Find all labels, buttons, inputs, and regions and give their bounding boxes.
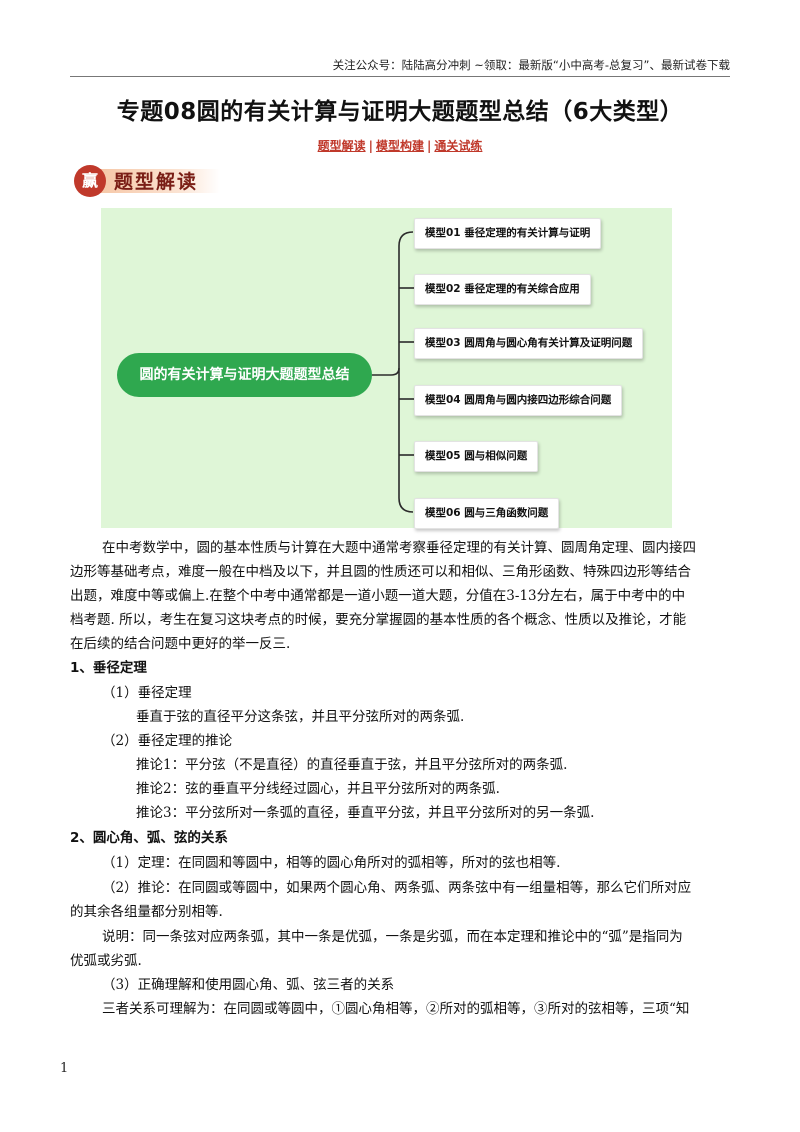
intro-line: 边形等基础考点，难度一般在中档及以下，并且圆的性质还可以和相似、三角形函数、特殊…	[70, 564, 691, 580]
section-heading-2: 2、圆心角、弧、弦的关系	[70, 830, 228, 846]
paragraph: 垂直于弦的直径平分这条弦，并且平分弦所对的两条弧.	[136, 709, 465, 725]
paragraph: （2）推论：在同圆或等圆中，如果两个圆心角、两条弧、两条弦中有一组量相等，那么它…	[102, 880, 692, 896]
paragraph: 优弧或劣弧.	[70, 953, 142, 969]
mindmap-leaf-4: 模型04 圆周角与圆内接四边形综合问题	[414, 385, 623, 416]
banner-badge-icon: 赢	[74, 165, 106, 197]
paragraph: 推论1：平分弦（不是直径）的直径垂直于弦，并且平分弦所对的两条弧.	[136, 757, 568, 773]
banner-label: 题型解读	[114, 171, 199, 193]
mindmap-leaf-6: 模型06 圆与三角函数问题	[414, 498, 560, 529]
nav-separator: |	[368, 139, 373, 153]
subheading: （2）垂径定理的推论	[102, 733, 233, 749]
section-nav: 题型解读|模型构建|通关试练	[0, 137, 800, 154]
header-note: 关注公众号：陆陆高分冲刺 ~领取：最新版“小中高考-总复习”、最新试卷下载	[332, 58, 730, 72]
mindmap-leaf-5: 模型05 圆与相似问题	[414, 441, 539, 472]
nav-link-1[interactable]: 题型解读	[317, 139, 366, 153]
intro-line: 在后续的结合问题中更好的举一反三.	[70, 636, 291, 652]
paragraph: 说明：同一条弦对应两条弧，其中一条是优弧，一条是劣弧，而在本定理和推论中的“弧”…	[102, 929, 683, 945]
paragraph: 推论3：平分弦所对一条弧的直径，垂直平分弦，并且平分弦所对的另一条弧.	[136, 805, 595, 821]
mindmap-join-line	[390, 367, 400, 376]
page-title: 专题08圆的有关计算与证明大题题型总结（6大类型）	[116, 99, 684, 125]
intro-line: 档考题. 所以，考生在复习这块考点的时候，要充分掌握圆的基本性质的各个概念、性质…	[70, 612, 687, 628]
paragraph: 推论2：弦的垂直平分线经过圆心，并且平分弦所对的两条弧.	[136, 781, 500, 797]
mindmap-spine-line	[398, 231, 414, 513]
paragraph: 的其余各组量都分别相等.	[70, 904, 223, 920]
subheading: （1）垂径定理	[102, 685, 192, 701]
mindmap-connectors	[372, 231, 414, 513]
page-number: 1	[60, 1061, 69, 1076]
header-divider	[70, 76, 730, 77]
intro-line: 出题，难度中等或偏上.在整个中考中通常都是一道小题一道大题，分值在3-13分左右…	[70, 588, 686, 604]
section-heading-1: 1、垂径定理	[70, 660, 147, 676]
nav-link-2[interactable]: 模型构建	[375, 139, 424, 153]
mindmap: 圆的有关计算与证明大题题型总结 模型01 垂径定理的有关计算与证明 模型02 垂…	[101, 208, 672, 529]
paragraph: 三者关系可理解为：在同圆或等圆中，①圆心角相等，②所对的弧相等，③所对的弦相等，…	[102, 1001, 690, 1017]
mindmap-leaf-1: 模型01 垂径定理的有关计算与证明	[414, 218, 602, 249]
nav-separator: |	[427, 139, 432, 153]
section-banner: 赢 题型解读	[74, 163, 224, 199]
paragraph: （1）定理：在同圆和等圆中，相等的圆心角所对的弧相等，所对的弦也相等.	[102, 855, 561, 871]
mindmap-leaf-2: 模型02 垂径定理的有关综合应用	[414, 274, 591, 305]
banner-bar	[100, 169, 220, 193]
nav-link-3[interactable]: 通关试练	[434, 139, 483, 153]
mindmap-leaf-3: 模型03 圆周角与圆心角有关计算及证明问题	[414, 328, 644, 359]
mindmap-center-node: 圆的有关计算与证明大题题型总结	[117, 353, 372, 397]
intro-line: 在中考数学中，圆的基本性质与计算在大题中通常考察垂径定理的有关计算、圆周角定理、…	[102, 540, 696, 556]
subheading: （3）正确理解和使用圆心角、弧、弦三者的关系	[102, 977, 395, 993]
